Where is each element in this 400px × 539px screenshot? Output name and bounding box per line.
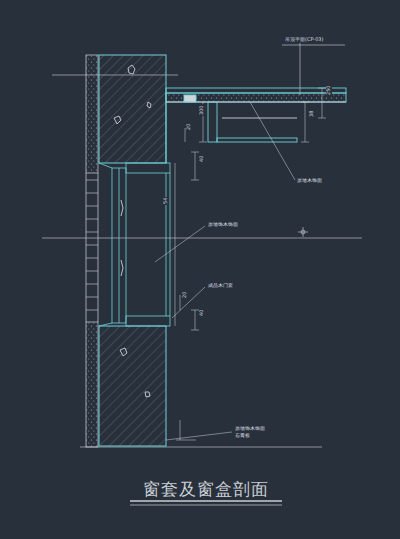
drawing-stroke (166, 432, 232, 440)
drawing-stroke (184, 95, 196, 102)
drawing-stroke (166, 93, 346, 102)
drawing-stroke (191, 330, 199, 331)
drawing-stroke (86, 258, 98, 259)
dimension-text: 40 (199, 155, 205, 163)
wall-blocks (99, 55, 166, 446)
drawing-stroke (86, 297, 98, 298)
wall-finish (86, 55, 98, 447)
drawing-stroke (126, 316, 170, 326)
window-frame (99, 163, 170, 326)
dimension-text: 250 (326, 84, 332, 96)
drawing-stroke (120, 348, 127, 356)
drawing-stroke (195, 152, 196, 180)
dimension-text: 38 (309, 110, 315, 118)
drawing-stroke (208, 102, 217, 142)
drawing-stroke (86, 173, 87, 322)
drawing-stroke (86, 193, 98, 194)
drawing-stroke (99, 163, 112, 168)
drawing-stroke (86, 271, 98, 272)
title-underline (130, 501, 282, 505)
drawing-stroke (175, 163, 176, 326)
drawing-stroke (86, 322, 98, 447)
drawing-stroke (86, 284, 98, 285)
drawing-stroke (147, 102, 151, 108)
dimension-text: 300 (199, 104, 205, 116)
drawing-stroke (130, 500, 282, 502)
drawing-stroke (99, 323, 112, 326)
ceiling-and-curtain-box (166, 88, 346, 163)
drawing-stroke (86, 55, 98, 173)
dimension-text: 54 (163, 197, 169, 205)
drawing-stroke (112, 168, 126, 323)
extension-lines (42, 40, 362, 447)
drawing-stroke (99, 326, 166, 446)
leader-lines (155, 102, 295, 440)
drawing-stroke (318, 118, 326, 119)
drawing-stroke (166, 173, 167, 316)
drawing-stroke (128, 65, 135, 74)
note-label: 吊顶平面(CP-03) (284, 37, 324, 43)
drawing-stroke (191, 152, 199, 153)
drawing-stroke (217, 138, 297, 142)
drawing-stroke (86, 232, 98, 233)
drawing-stroke (145, 392, 150, 397)
drawing-stroke (303, 227, 304, 237)
drawing-stroke (176, 440, 196, 441)
drawing-stroke (86, 219, 98, 220)
drawing-stroke (42, 238, 362, 239)
drawing-stroke (170, 173, 171, 316)
drawing-stroke (318, 88, 326, 89)
drawing-stroke (322, 88, 323, 118)
drawing-stroke (191, 310, 199, 311)
note-label: 原墙饰木饰面 (234, 426, 266, 432)
drawing-stroke (99, 55, 166, 163)
drawing-stroke (250, 102, 295, 180)
drawing-stroke (114, 116, 121, 124)
dimension-text: 20 (186, 123, 192, 131)
drawing-stroke (301, 102, 309, 103)
drawing-stroke (130, 505, 282, 506)
drawing-stroke (86, 310, 98, 311)
drawing-stroke (80, 447, 322, 448)
drawing-stroke (301, 230, 305, 234)
note-label: 原墙木饰面 (296, 178, 323, 184)
dimension-text: 40 (199, 309, 205, 317)
drawing-stroke (300, 40, 301, 95)
drawing-stroke (282, 45, 345, 46)
note-label: 原墙饰木饰面 (207, 222, 239, 228)
drawing-stroke (166, 88, 346, 93)
drawing-stroke (121, 200, 123, 276)
drawing-stroke (166, 93, 167, 163)
drawing-stroke (180, 420, 181, 440)
wall-stone-marks (114, 65, 151, 397)
note-label: 成品木门套 (207, 283, 234, 289)
drawing-stroke (86, 245, 98, 246)
drawing-stroke (86, 206, 98, 207)
drawing-stroke (305, 102, 306, 142)
drawing-title: 窗套及窗盒剖面 (143, 478, 269, 501)
note-label: 石膏板 (234, 433, 251, 439)
drawing-stroke (98, 173, 99, 322)
drawing-stroke (191, 180, 199, 181)
drawing-stroke (86, 180, 98, 181)
drawing-stroke (126, 163, 170, 173)
brick-courses (86, 180, 98, 310)
drawing-stroke (180, 295, 181, 310)
drawing-stroke (195, 310, 196, 330)
drawing-stroke (199, 142, 207, 143)
dimension-lines (175, 88, 326, 440)
drawing-stroke (155, 226, 205, 262)
drawing-stroke (172, 287, 205, 318)
dimension-text: 20 (182, 291, 188, 299)
drawing-stroke (119, 168, 120, 323)
drawing-stroke (301, 142, 309, 143)
